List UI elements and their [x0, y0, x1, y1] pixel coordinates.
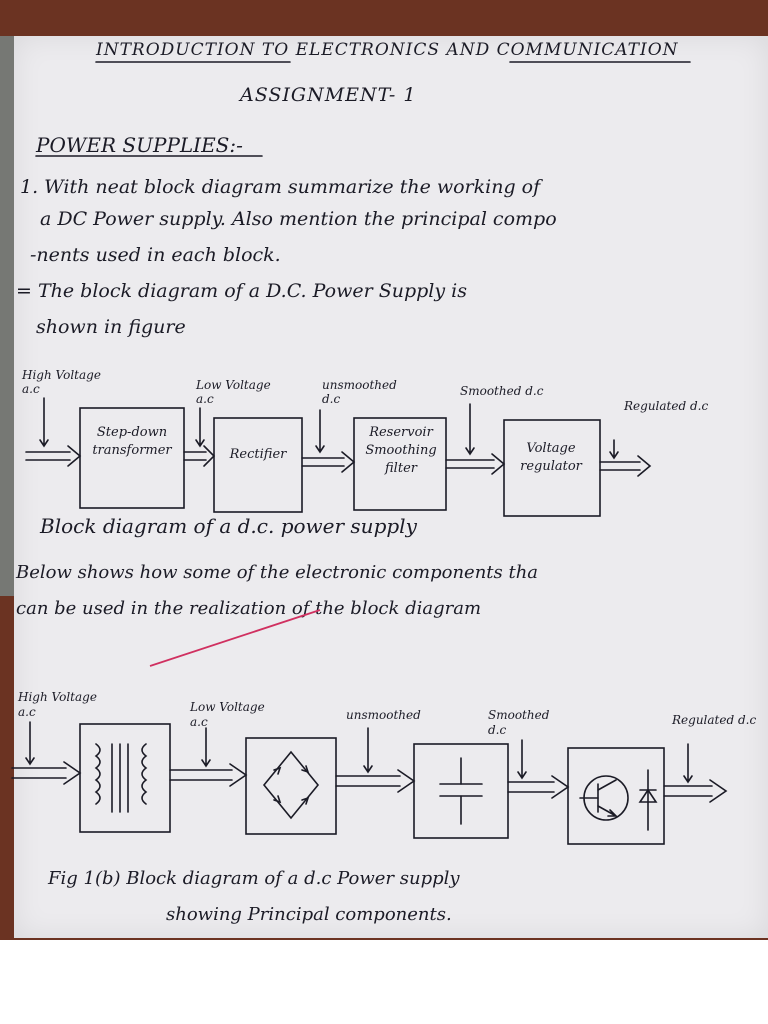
- d2-box-regulator: [567, 747, 665, 845]
- d2-box-transformer: [79, 723, 171, 833]
- d2-arrows: [11, 761, 728, 803]
- d1-box-rectifier: [213, 417, 303, 513]
- d1-input-label: High Voltage a.c: [22, 368, 101, 396]
- answer-line-1: = The block diagram of a D.C. Power Supp…: [16, 280, 467, 302]
- question-line-1: 1. With neat block diagram summarize the…: [20, 176, 541, 198]
- d1-box-regulator: [503, 419, 601, 517]
- d1-smoothed-label: Smoothed d.c: [460, 384, 544, 398]
- red-pen-mark: [149, 609, 321, 667]
- d1-arrows: [25, 445, 652, 477]
- d1-regulated-label: Regulated d.c: [624, 399, 709, 413]
- d2-caption-line-1: Fig 1(b) Block diagram of a d.c Power su…: [48, 868, 460, 889]
- page-title: INTRODUCTION TO ELECTRONICS AND COMMUNIC…: [96, 40, 679, 60]
- d1-block-regulator: Voltage regulator: [520, 441, 582, 474]
- d1-block-rectifier: Rectifier: [229, 447, 287, 462]
- d1-low-voltage-label: Low Voltage a.c: [196, 378, 271, 406]
- d1-tap-arrows: [39, 397, 619, 460]
- d2-bridge-rectifier-symbol: [262, 750, 320, 820]
- d1-caption: Block diagram of a d.c. power supply: [40, 514, 417, 538]
- paragraph-line-1: Below shows how some of the electronic c…: [16, 562, 539, 583]
- d1-box-filter: [353, 417, 447, 511]
- d2-transformer-symbol: [94, 743, 148, 813]
- d1-block-filter: Reservoir Smoothing filter: [365, 425, 437, 476]
- d1-unsmoothed-label: unsmoothed d.c: [322, 378, 397, 406]
- notebook-edge: [0, 36, 18, 596]
- d1-block-transformer: Step-down transformer: [92, 425, 172, 458]
- photo-margin: [0, 940, 768, 1024]
- question-line-2: a DC Power supply. Also mention the prin…: [40, 208, 557, 230]
- paragraph-line-2: can be used in the realization of the bl…: [16, 598, 482, 619]
- assignment-title: ASSIGNMENT- 1: [240, 84, 417, 106]
- d2-regulated-label: Regulated d.c: [672, 713, 757, 727]
- d2-low-voltage-label: Low Voltage a.c: [190, 700, 265, 729]
- d2-box-filter: [413, 743, 509, 839]
- notebook-page: [14, 36, 768, 938]
- d2-regulator-symbol: [579, 769, 658, 831]
- section-heading: POWER SUPPLIES:-: [36, 133, 243, 157]
- d2-input-label: High Voltage a.c: [18, 690, 97, 719]
- d2-unsmoothed-label: unsmoothed: [346, 708, 421, 722]
- answer-line-2: shown in figure: [36, 316, 186, 338]
- question-line-3: -nents used in each block.: [30, 244, 281, 266]
- d2-caption-line-2: showing Principal components.: [166, 904, 452, 925]
- d2-capacitor-symbol: [439, 757, 483, 825]
- d2-tap-arrows: [25, 721, 693, 784]
- d2-smoothed-label: Smoothed d.c: [488, 708, 550, 737]
- d1-box-transformer: [79, 407, 185, 509]
